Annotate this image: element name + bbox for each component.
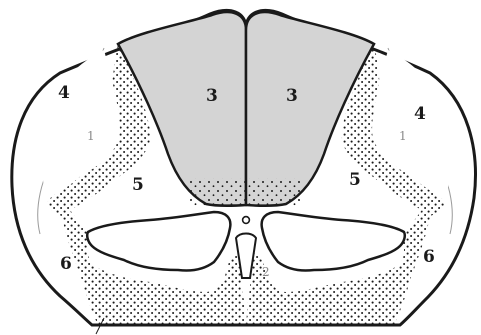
central-canal (243, 217, 250, 224)
label-ventral-right: 6 (423, 247, 435, 267)
label-horn-left: 5 (132, 175, 144, 195)
label-lateral-right-inner: 1 (399, 129, 407, 143)
label-lateral-left-inner: 1 (87, 129, 95, 143)
label-lateral-left-outer: 4 (58, 83, 70, 103)
label-lateral-right-outer: 4 (414, 104, 426, 124)
label-horn-right: 5 (349, 170, 361, 190)
label-dorsal-right: 3 (286, 86, 298, 106)
label-ventral-center: 2 (262, 265, 270, 279)
label-dorsal-left: 3 (206, 86, 218, 106)
label-ventral-left: 6 (60, 254, 72, 274)
